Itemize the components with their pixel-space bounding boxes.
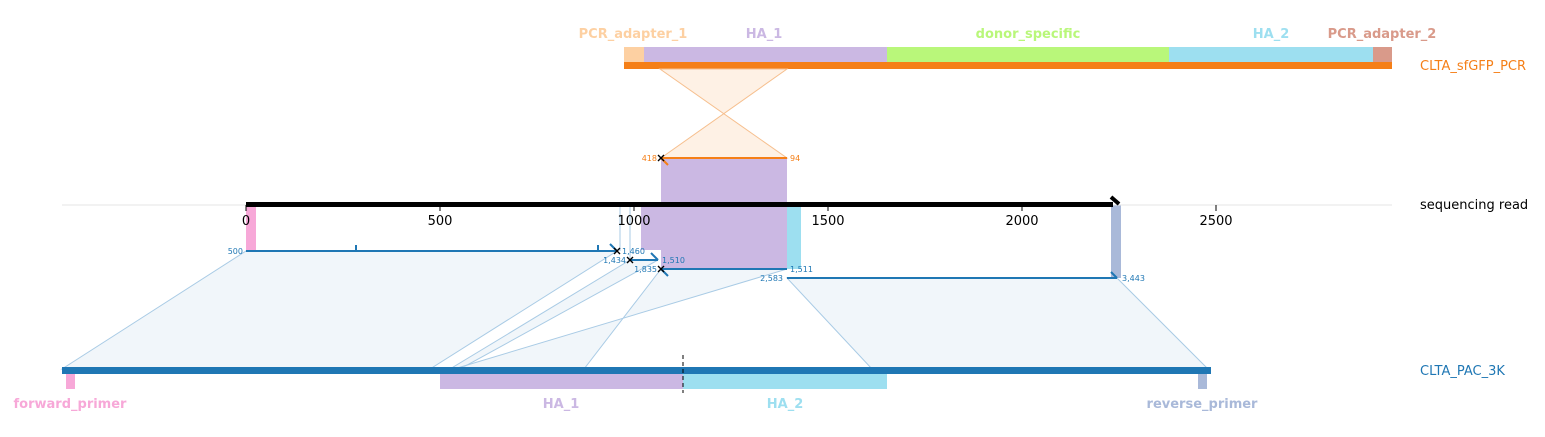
read-forward-primer-block [246,205,256,250]
donor-alignment-connector [658,68,789,159]
genomic-alignment-start-marker [657,265,665,273]
genome-reference-name: CLTA_PAC_3K [1420,364,1505,379]
read-axis-tick-label: 0 [242,214,250,229]
genomic-alignment-arrowhead [650,252,659,261]
genomic-alignment-1-end-label: 1,460 [622,247,645,256]
genomic-alignment-segments: 500 1,460 1,434 1,510 1,835 1,511 2,583 … [228,243,1145,283]
genome-feature-label-forward-primer: forward_primer [14,397,128,412]
genome-feature-label-ha-2: HA_2 [767,397,804,412]
sequencing-read-arrowhead [1109,195,1121,206]
read-axis-tick-label: 2500 [1199,214,1232,229]
donor-alignment-end-label: 94 [790,154,800,163]
genomic-alignment-4-end-label: 3,443 [1122,274,1145,283]
genomic-alignment-connectors [60,205,1210,370]
read-reverse-primer-block [1111,205,1121,278]
donor-feature-label-pcr-adapter-1: PCR_adapter_1 [579,27,688,42]
genomic-alignment-1-start-label: 500 [228,247,243,256]
sequencing-read-bar [246,202,1113,207]
genomic-alignment-4-start-label: 2,583 [760,274,783,283]
donor-feature-label-donor-specific: donor_specific [976,27,1081,42]
genome-forward-primer-block [66,373,75,389]
donor-feature-label-pcr-adapter-2: PCR_adapter_2 [1328,27,1437,42]
donor-feature-label-ha-1: HA_1 [746,27,783,42]
genome-ha-1-block [440,373,683,389]
genome-feature-label-ha-1: HA_1 [543,397,580,412]
genome-ha-2-block [683,373,887,389]
genomic-alignment-3-end-label: 1,511 [790,265,813,274]
read-axis-tick-label: 500 [428,214,453,229]
donor-feature-ha-2-block [1169,47,1373,65]
read-axis-tick-label: 1500 [811,214,844,229]
read-ha-2-block [787,205,801,269]
donor-feature-ha-1-block [644,47,887,65]
genomic-connector-4 [785,277,1210,370]
read-axis-tick-label: 2000 [1005,214,1038,229]
donor-alignment-start-label: 418 [642,154,657,163]
sequencing-read-name: sequencing read [1420,198,1528,213]
donor-features: PCR_adapter_1 HA_1 donor_specific HA_2 P… [579,27,1437,65]
genomic-alignment-end-marker [613,247,621,255]
genomic-alignment-2-start-label: 1,434 [603,256,626,265]
donor-alignment-start-marker [657,154,665,162]
donor-reference-bar [624,62,1392,69]
donor-feature-pcr-adapter-2-block [1373,47,1392,65]
genomic-alignment-start-marker [626,256,634,264]
donor-feature-label-ha-2: HA_2 [1253,27,1290,42]
read-axis-tick-label: 1000 [617,214,650,229]
genomic-alignment-3-start-label: 1,835 [634,265,657,274]
read-axis: 0 500 1000 1500 2000 2500 [242,205,1233,229]
read-donor-ha-1-block [661,158,787,269]
genomic-alignment-2-end-label: 1,510 [662,256,685,265]
genome-reverse-primer-block [1198,373,1207,389]
genomic-alignment-arrowhead [1110,271,1118,279]
donor-reference-name: CLTA_sfGFP_PCR [1420,59,1526,74]
donor-feature-donor-specific-block [887,47,1169,65]
read-ha-1-block [641,205,661,250]
genome-feature-label-reverse-primer: reverse_primer [1147,397,1259,412]
donor-feature-pcr-adapter-1-block [624,47,644,65]
genome-reference-bar [62,367,1211,374]
